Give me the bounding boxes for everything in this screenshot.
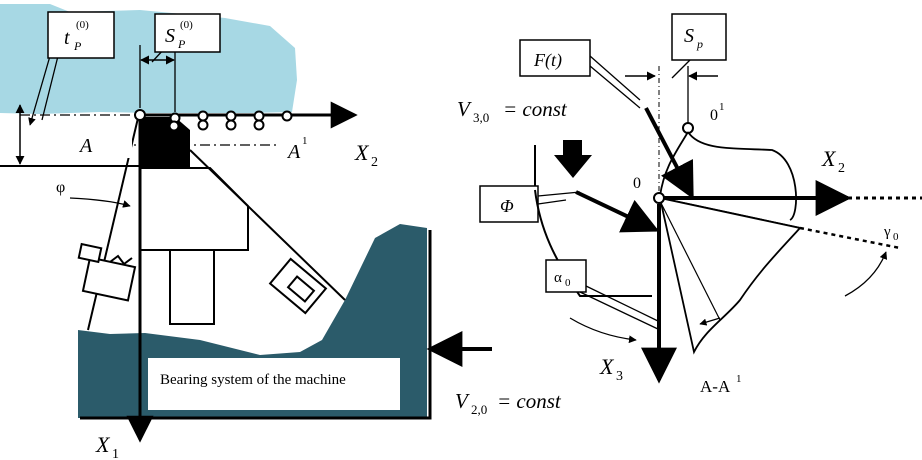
alpha-sub: 0 bbox=[565, 277, 571, 289]
x2-right-sub: 2 bbox=[838, 161, 845, 176]
gamma-line-dotted bbox=[799, 226, 901, 250]
alpha-pointer bbox=[579, 285, 661, 331]
tp-sup: (0) bbox=[76, 19, 89, 31]
phi-box bbox=[479, 185, 539, 223]
force-phi-arrow bbox=[575, 190, 660, 233]
phi-angle-label: φ bbox=[56, 179, 65, 196]
a1-label: A bbox=[286, 141, 301, 163]
tp-sub: P bbox=[73, 39, 82, 53]
v30-sub: 3,0 bbox=[473, 110, 489, 125]
alpha-box bbox=[545, 259, 587, 293]
x3-sub: 3 bbox=[616, 369, 623, 384]
gamma-label: γ bbox=[883, 224, 891, 240]
sp-sub: p bbox=[696, 37, 703, 51]
point-origin bbox=[653, 192, 665, 204]
v20-label: V bbox=[455, 389, 470, 413]
point-01 bbox=[682, 122, 694, 134]
chip-outline bbox=[659, 131, 797, 221]
x2-right-label: X bbox=[821, 146, 837, 171]
alpha-arc bbox=[569, 317, 637, 344]
gamma-arc bbox=[844, 251, 888, 297]
wedge-inner bbox=[661, 204, 721, 321]
alpha-label: α bbox=[554, 270, 562, 286]
damper-left bbox=[77, 117, 139, 331]
wedge-arrow bbox=[699, 317, 721, 326]
section-sup: 1 bbox=[736, 373, 742, 385]
phi-force-label: Φ bbox=[500, 196, 514, 216]
v30-label: V bbox=[457, 97, 472, 121]
sp0-box bbox=[154, 13, 221, 53]
force-ft-arrow bbox=[644, 107, 694, 200]
a-box bbox=[62, 128, 132, 158]
ft-box bbox=[519, 39, 591, 77]
tool-block bbox=[140, 117, 190, 168]
tp-label: t bbox=[64, 27, 70, 49]
x1-sub: 1 bbox=[112, 447, 119, 460]
x2-left-label: X bbox=[354, 140, 370, 165]
depth-pointer bbox=[28, 55, 51, 126]
origin-label: 0 bbox=[633, 175, 641, 192]
zero-one-label: 0 bbox=[710, 107, 718, 124]
bearing-box bbox=[148, 358, 400, 410]
x1-label: X bbox=[95, 432, 111, 457]
a-label: A bbox=[78, 135, 93, 157]
ft-label: F(t) bbox=[533, 50, 562, 71]
zero-one-sup: 1 bbox=[719, 101, 725, 113]
sp0-label: S bbox=[165, 25, 175, 47]
depth-pointer-2 bbox=[41, 55, 59, 121]
x3-label: X bbox=[599, 354, 615, 379]
x2-left-sub: 2 bbox=[371, 155, 378, 170]
section-label: A-A bbox=[700, 377, 731, 396]
workpiece-region bbox=[0, 4, 297, 114]
chip-particles bbox=[134, 109, 293, 132]
sp-box bbox=[671, 13, 727, 61]
tool-shank bbox=[169, 249, 215, 325]
bearing-label: Bearing system of the machine bbox=[160, 372, 346, 388]
sp0-sub: P bbox=[177, 37, 186, 51]
sp0-sup: (0) bbox=[180, 19, 193, 31]
v30-arrow bbox=[554, 140, 592, 178]
v20-sub: 2,0 bbox=[471, 402, 487, 417]
tp-box bbox=[47, 11, 115, 59]
v20-rhs: = const bbox=[497, 389, 562, 413]
damper-right bbox=[189, 149, 346, 315]
gamma-sub: 0 bbox=[893, 231, 899, 243]
phi-arc bbox=[69, 197, 131, 208]
tool-wedge bbox=[658, 196, 802, 355]
ft-pointer bbox=[589, 55, 641, 109]
a1-sup: 1 bbox=[302, 135, 308, 147]
sp-label: S bbox=[684, 25, 694, 47]
phi-pointer bbox=[537, 191, 581, 205]
v30-rhs: = const bbox=[503, 97, 568, 121]
sp-pointer bbox=[671, 59, 691, 79]
machine-frame bbox=[80, 230, 432, 420]
tool-holder bbox=[139, 167, 249, 251]
